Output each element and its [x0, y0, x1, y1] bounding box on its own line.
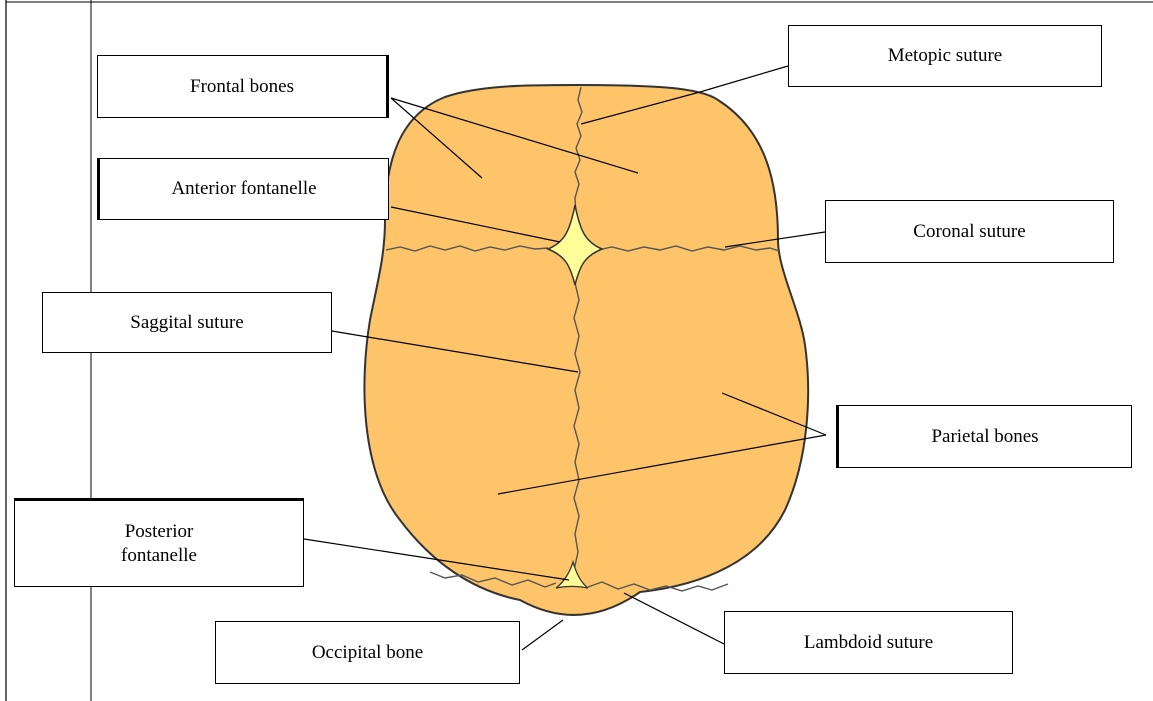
label-anterior-fontanelle-text: Anterior fontanelle — [171, 177, 316, 201]
label-saggital-suture-text: Saggital suture — [130, 311, 243, 335]
label-posterior-fontanelle: Posterior fontanelle — [14, 498, 304, 587]
label-parietal-bones-text: Parietal bones — [931, 425, 1038, 449]
label-lambdoid-suture: Lambdoid suture — [724, 611, 1013, 674]
label-lambdoid-suture-text: Lambdoid suture — [804, 631, 933, 655]
label-frontal-bones-text: Frontal bones — [190, 75, 294, 99]
skull-outline — [364, 85, 808, 615]
label-metopic-suture: Metopic suture — [788, 25, 1102, 87]
label-occipital-bone: Occipital bone — [215, 621, 520, 684]
leader-lambdoid — [624, 593, 724, 644]
label-posterior-fontanelle-text: Posterior fontanelle — [121, 520, 197, 568]
label-coronal-suture-text: Coronal suture — [913, 220, 1025, 244]
leader-occipital — [522, 620, 563, 650]
label-metopic-suture-text: Metopic suture — [888, 44, 1003, 68]
label-anterior-fontanelle: Anterior fontanelle — [97, 158, 389, 220]
label-parietal-bones: Parietal bones — [836, 405, 1132, 468]
label-frontal-bones: Frontal bones — [97, 55, 389, 118]
label-occipital-bone-text: Occipital bone — [312, 641, 423, 665]
label-coronal-suture: Coronal suture — [825, 200, 1114, 263]
label-saggital-suture: Saggital suture — [42, 292, 332, 353]
